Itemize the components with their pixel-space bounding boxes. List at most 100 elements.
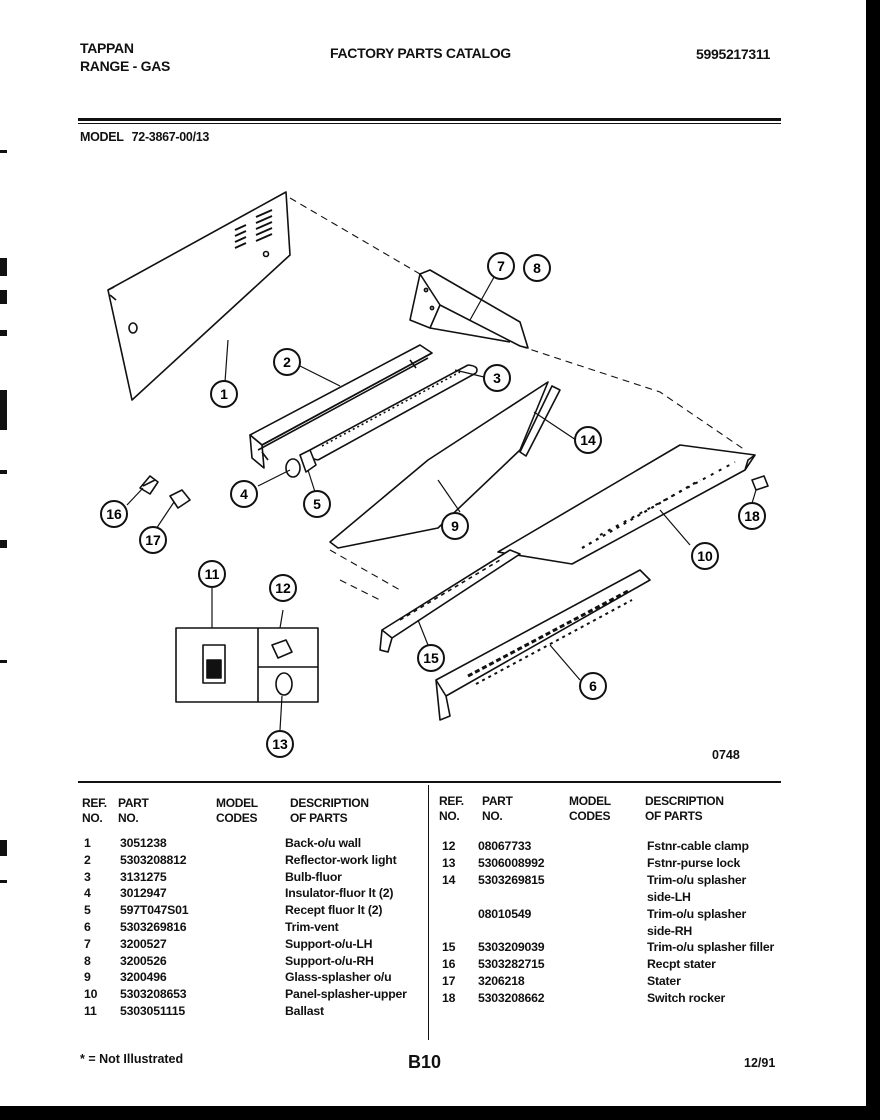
callout-3: 3 <box>483 364 511 392</box>
page-number: B10 <box>408 1052 442 1072</box>
description-cell: Bulb-fluor <box>285 869 342 884</box>
ref-cell: 17 <box>442 974 456 989</box>
description-cell: Fstnr-purse lock <box>647 855 741 870</box>
description-cell: Trim-o/u splasher filler <box>647 940 775 955</box>
callout-4: 4 <box>230 480 258 508</box>
ref-cell: 14 <box>442 872 456 887</box>
callout-label: 9 <box>451 518 459 534</box>
part-number-cell: 5303051115 <box>120 1004 186 1018</box>
callout-label: 6 <box>589 678 597 694</box>
part-number-cell: 3200496 <box>120 970 167 985</box>
ref-cell: 4 <box>84 886 91 901</box>
scan-margin-marks <box>0 140 7 900</box>
callout-9: 9 <box>441 512 469 540</box>
table-divider <box>428 785 429 1040</box>
callout-label: 1 <box>220 386 228 402</box>
callout-15: 15 <box>417 644 445 672</box>
description-cell: Back-o/u wall <box>285 836 361 850</box>
catalog-number: 5995217311 <box>696 46 771 62</box>
catalog-title: FACTORY PARTS CATALOG <box>330 45 511 61</box>
ref-cell: 12 <box>442 839 456 853</box>
description-cell: Panel-splasher-upper <box>285 987 407 1002</box>
ref-cell: 13 <box>442 855 456 870</box>
callout-label: 2 <box>283 354 291 370</box>
splasher-filler-part <box>379 549 521 653</box>
callout-8: 8 <box>523 254 551 282</box>
trim-side-part <box>519 385 561 457</box>
part-number-cell: 5303208812 <box>120 852 187 867</box>
ref-cell: 8 <box>84 953 91 968</box>
part-number-cell: 08067733 <box>478 839 532 853</box>
recpt-stater-part <box>751 475 769 491</box>
callout-label: 18 <box>744 508 760 524</box>
table-row: side-RH <box>442 923 782 940</box>
callout-label: 16 <box>106 506 122 522</box>
support-bracket-part <box>409 269 529 349</box>
ref-cell: 15 <box>442 940 456 955</box>
callout-label: 10 <box>697 548 713 564</box>
description-cell: Support-o/u-LH <box>285 936 373 951</box>
callout-7: 7 <box>487 252 515 280</box>
product-label: RANGE - GAS <box>80 58 171 74</box>
part-number-cell: 3206218 <box>478 974 525 989</box>
callout-label: 11 <box>205 566 220 582</box>
brand-label: TAPPAN <box>80 40 134 56</box>
callout-label: 4 <box>240 486 248 502</box>
part-number-cell: 5303208653 <box>120 987 187 1002</box>
callout-label: 15 <box>423 650 439 666</box>
callout-13: 13 <box>266 730 294 758</box>
part-number-cell: 5306008992 <box>478 855 545 870</box>
description-cell: Recpt stater <box>647 957 716 972</box>
callout-11: 11 <box>198 560 226 588</box>
part-number-cell: 5303269816 <box>120 920 187 934</box>
ref-cell: 16 <box>442 957 456 972</box>
part-number-cell: 3200526 <box>120 953 167 968</box>
part-number-cell: 5303208662 <box>478 991 545 1006</box>
part-number-cell: 3051238 <box>120 836 167 850</box>
description-cell: side-LH <box>647 889 691 904</box>
callout-6: 6 <box>579 672 607 700</box>
callout-5: 5 <box>303 490 331 518</box>
callout-12: 12 <box>269 574 297 602</box>
callout-2: 2 <box>273 348 301 376</box>
table-row: side-LH <box>442 889 782 906</box>
ref-cell: 1 <box>84 836 91 850</box>
table-row: 11 5303051115 Ballast <box>84 1003 424 1020</box>
table-row: 8 3200526 Support-o/u-RH <box>84 953 424 970</box>
diagram-code: 0748 <box>712 748 740 762</box>
description-cell: Ballast <box>285 1004 324 1018</box>
table-top-rule <box>78 781 781 783</box>
catalog-date: 12/91 <box>744 1056 776 1070</box>
upper-panel-part <box>497 444 756 565</box>
page-edge-bottom <box>0 1106 880 1120</box>
table-row: 1 3051238 Back-o/u wall <box>84 835 424 852</box>
back-wall-part <box>107 191 291 401</box>
footnote: * = Not Illustrated <box>80 1052 184 1066</box>
ref-cell: 2 <box>84 852 91 867</box>
glass-splasher-part <box>329 381 549 549</box>
part-number-cell: 3131275 <box>120 869 167 884</box>
callout-label: 12 <box>275 580 291 596</box>
callout-14: 14 <box>574 426 602 454</box>
table-row: 15 5303209039 Trim-o/u splasher filler <box>442 939 782 956</box>
ref-cell: 11 <box>84 1004 97 1018</box>
reflector-part <box>249 344 433 469</box>
description-cell: Support-o/u-RH <box>285 953 374 968</box>
callout-18: 18 <box>738 502 766 530</box>
part-number-cell: 5303209039 <box>478 940 545 955</box>
